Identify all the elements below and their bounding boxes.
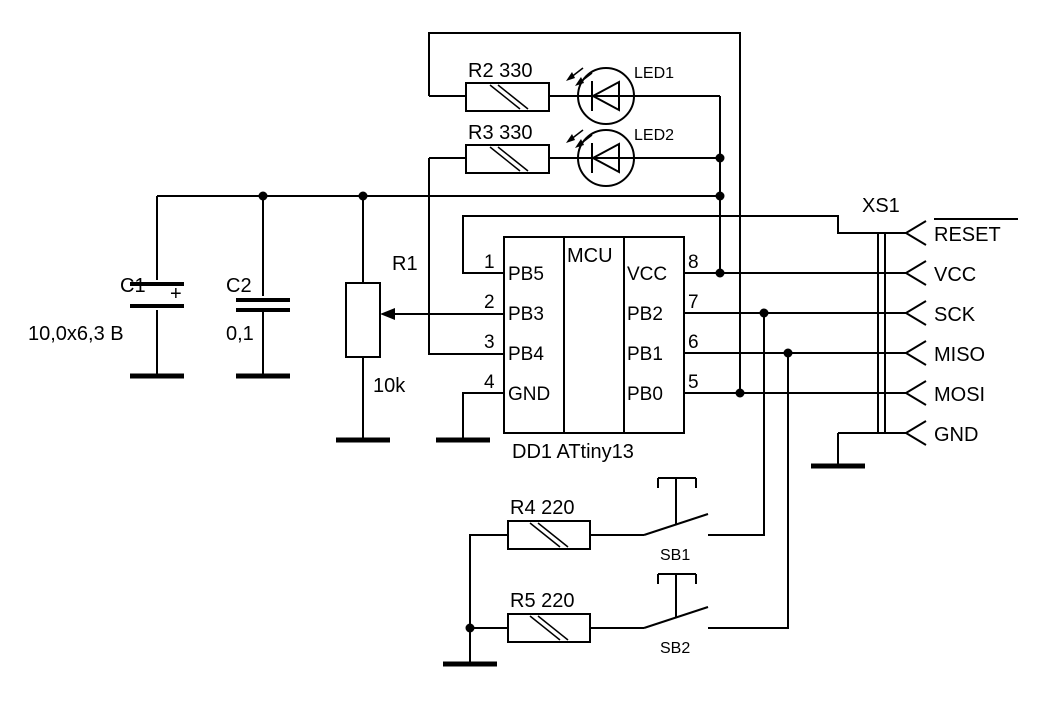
pin-name-pb5: PB5 bbox=[508, 264, 544, 285]
xs1-pin-reset: RESET bbox=[934, 224, 1001, 246]
xs1-ref: XS1 bbox=[862, 195, 900, 217]
pin-num-1: 1 bbox=[484, 252, 495, 273]
pin-num-2: 2 bbox=[484, 292, 495, 313]
connector-pin-marks bbox=[904, 220, 927, 446]
pin-num-3: 3 bbox=[484, 332, 495, 353]
pushbutton-sb1: SB1 bbox=[643, 477, 709, 564]
pin-name-pb3: PB3 bbox=[508, 304, 544, 325]
pushbutton-sb2: SB2 bbox=[643, 573, 709, 657]
sb2-ref: SB2 bbox=[660, 640, 690, 657]
pin-num-4: 4 bbox=[484, 372, 495, 393]
resistor-r4: R4 220 bbox=[507, 497, 591, 550]
xs1-pin-sck: SCK bbox=[934, 304, 976, 326]
r4-ref: R4 220 bbox=[510, 497, 575, 519]
resistor-r3: R3 330 bbox=[465, 122, 550, 174]
pin-name-pb4: PB4 bbox=[508, 344, 544, 365]
xs1-pin-mosi: MOSI bbox=[934, 384, 985, 406]
pin-name-pb0: PB0 bbox=[627, 384, 663, 405]
junctions bbox=[258, 153, 793, 633]
pin-num-8: 8 bbox=[688, 252, 699, 273]
ground-symbols bbox=[130, 373, 865, 667]
mcu-title: MCU bbox=[567, 245, 613, 267]
wiper-arrow-icon bbox=[380, 308, 395, 320]
r1-value: 10k bbox=[373, 375, 406, 397]
led2: LED2 bbox=[566, 127, 674, 187]
led1: LED1 bbox=[566, 65, 674, 125]
pin-name-gnd: GND bbox=[508, 384, 550, 405]
r2-ref: R2 330 bbox=[468, 60, 533, 82]
led2-ref: LED2 bbox=[634, 127, 674, 144]
c1-polarity: + bbox=[170, 283, 182, 305]
light-arrows-icon bbox=[566, 129, 593, 148]
c1-value: 10,0x6,3 В bbox=[28, 323, 124, 345]
resistor-r2: R2 330 bbox=[465, 60, 550, 112]
resistor-r5: R5 220 bbox=[507, 590, 591, 643]
pin-name-pb1: PB1 bbox=[627, 344, 663, 365]
pin-num-7: 7 bbox=[688, 292, 699, 313]
light-arrows-icon bbox=[566, 67, 593, 86]
mcu-dd1: MCU PB5 PB3 PB4 GND 1 2 3 4 VCC PB2 PB1 … bbox=[484, 236, 699, 463]
c1-ref: C1 bbox=[120, 275, 146, 297]
r5-ref: R5 220 bbox=[510, 590, 575, 612]
potentiometer-r1: R1 10k bbox=[345, 253, 418, 397]
xs1-pin-vcc: VCC bbox=[934, 264, 976, 286]
xs1-pin-gnd: GND bbox=[934, 424, 978, 446]
sb1-ref: SB1 bbox=[660, 547, 690, 564]
pin-name-pb2: PB2 bbox=[627, 304, 663, 325]
c2-ref: C2 bbox=[226, 275, 252, 297]
mcu-ref: DD1 ATtiny13 bbox=[512, 441, 634, 463]
capacitor-c2: C2 0,1 bbox=[226, 275, 290, 345]
led1-ref: LED1 bbox=[634, 65, 674, 82]
pin-num-5: 5 bbox=[688, 372, 699, 393]
xs1-pin-miso: MISO bbox=[934, 344, 985, 366]
r3-ref: R3 330 bbox=[468, 122, 533, 144]
connector-xs1: XS1 RESET VCC SCK MISO MOSI GND bbox=[862, 195, 1018, 446]
pin-num-6: 6 bbox=[688, 332, 699, 353]
c2-value: 0,1 bbox=[226, 323, 254, 345]
capacitor-c1: C1 + 10,0x6,3 В bbox=[28, 275, 184, 345]
r1-ref: R1 bbox=[392, 253, 418, 275]
pin-name-vcc: VCC bbox=[627, 264, 667, 285]
